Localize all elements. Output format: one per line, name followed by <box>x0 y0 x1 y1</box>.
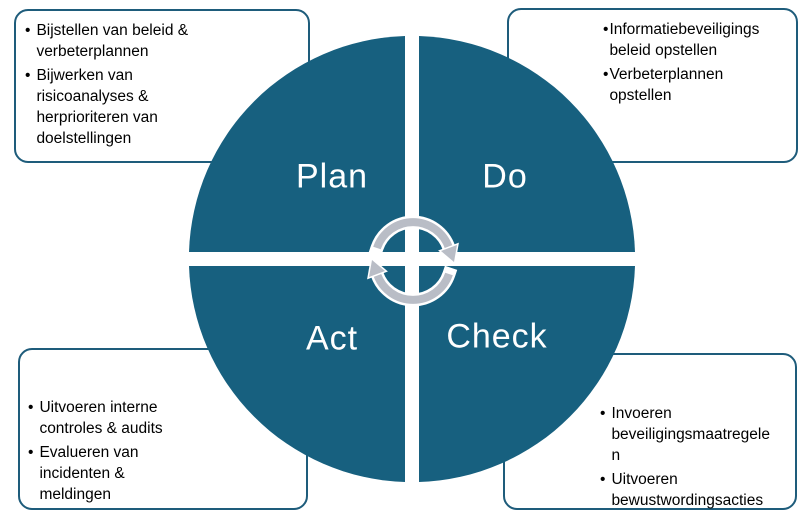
bullet-icon: • <box>28 444 34 461</box>
list-item-text: Uitvoeren interne controles & audits <box>39 399 163 437</box>
list-item: • Evalueren van incidenten & meldingen <box>28 442 298 505</box>
list-item-text: Verbeterplannen opstellen <box>609 66 724 104</box>
list-item-text: Informatiebeveiligings beleid opstellen <box>609 21 760 59</box>
cycle-arrows-icon <box>367 215 459 307</box>
list-item-text: Uitvoeren bewustwordingsacties <box>611 471 764 509</box>
bullet-icon: • <box>25 67 31 84</box>
cycle-arc-bottom-outline <box>368 265 458 307</box>
list-item: • Invoeren beveiligingsmaatregele n <box>600 403 791 466</box>
cycle-arc-top <box>373 218 453 250</box>
bullet-icon: • <box>25 22 31 39</box>
cycle-arrowhead-left <box>367 257 388 280</box>
list-item-text: Invoeren beveiligingsmaatregele n <box>611 405 770 464</box>
list-item: • Bijstellen van beleid & verbeterplanne… <box>25 20 300 62</box>
bullet-icon: • <box>600 471 606 488</box>
bullet-icon: • <box>600 405 606 422</box>
callout-box-check: • Invoeren beveiligingsmaatregele n • Ui… <box>503 353 797 510</box>
list-item-text: Bijstellen van beleid & verbeterplannen <box>36 22 189 60</box>
list-item: • Informatiebeveiligings beleid opstelle… <box>603 19 792 61</box>
list-item-text: Bijwerken van risicoanalyses & herpriori… <box>36 67 158 147</box>
quadrant-label-act: Act <box>305 319 359 358</box>
bullet-icon: • <box>603 66 609 83</box>
list-item: • Verbeterplannen opstellen <box>603 64 792 106</box>
cycle-arc-top-outline <box>368 215 458 257</box>
bullet-icon: • <box>28 399 34 416</box>
callout-box-do: • Informatiebeveiligings beleid opstelle… <box>507 8 798 163</box>
quadrant-label-do: Do <box>482 157 528 196</box>
bullet-icon: • <box>603 21 609 38</box>
list-item: • Uitvoeren interne controles & audits <box>28 397 298 439</box>
list-item-text: Evalueren van incidenten & meldingen <box>39 444 139 503</box>
list-item: • Uitvoeren bewustwordingsacties <box>600 469 791 511</box>
cycle-arc-bottom <box>373 272 453 304</box>
quadrant-label-check: Check <box>446 317 548 356</box>
callout-box-act: • Uitvoeren interne controles & audits •… <box>18 348 308 510</box>
callout-box-plan: • Bijstellen van beleid & verbeterplanne… <box>14 9 310 163</box>
quadrant-label-plan: Plan <box>295 157 369 196</box>
list-item: • Bijwerken van risicoanalyses & herprio… <box>25 65 300 149</box>
cycle-arrowhead-right <box>438 242 459 265</box>
